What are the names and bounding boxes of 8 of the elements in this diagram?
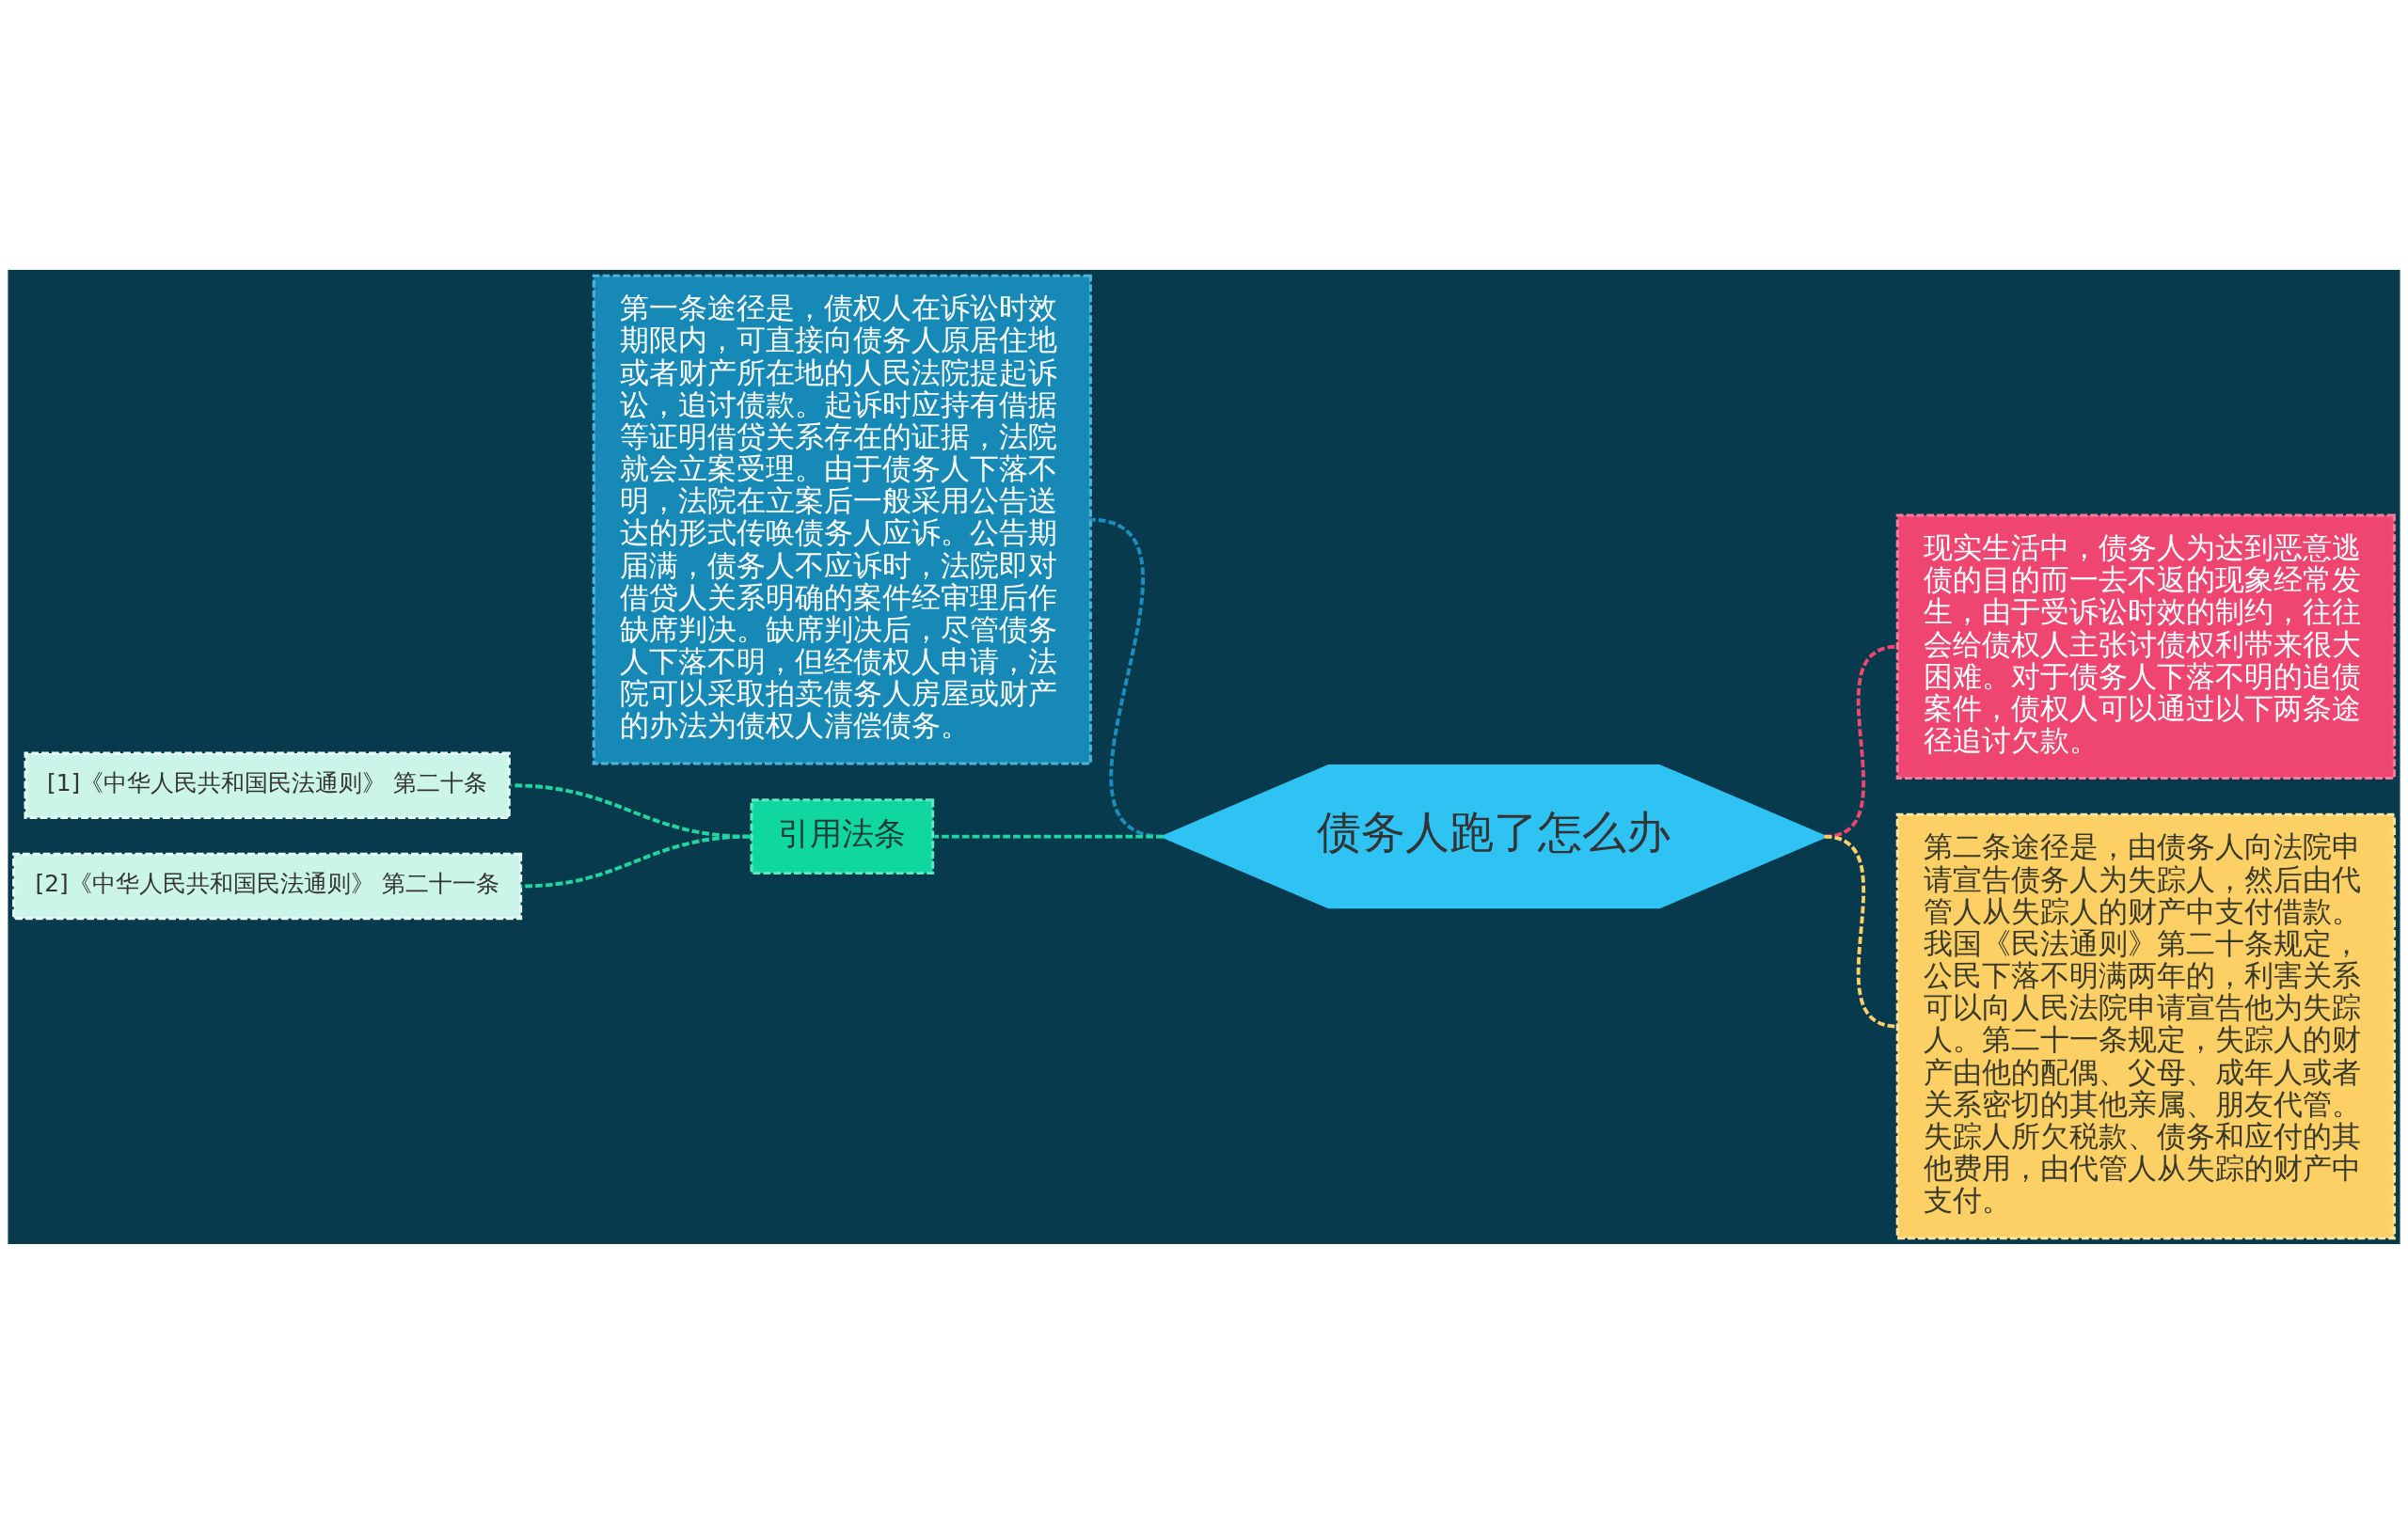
node-box: [2]《中华人民共和国民法通则》 第二十一条	[12, 852, 523, 920]
connector	[934, 834, 1164, 839]
node-box: 第二条途径是，由债务人向法院申请宣告债务人为失踪人，然后由代管人从失踪人的财产中支付借款。我国《民法通则》第二十条规定，公民下落不明满两年的，利害关系可以向人民法院申请宣告他为失踪人。第二十一条规定，失踪人的财产由他的配偶、父母、成年人或者关系密切的其他亲属、朋友代管。失踪人所欠税款、债务和应付的其他费用，由代管人从失踪的财产中支付。	[1895, 812, 2396, 1239]
connector	[520, 834, 751, 888]
node-box: 第一条途径是，债权人在诉讼时效期限内，可直接向债务人原居住地或者财产所在地的人民法院提起诉讼，追讨债款。起诉时应持有借据等证明借贷关系存在的证据，法院就会立案受理。由于债务人下落不明，法院在立案后一般采用公告送达的形式传唤债务人应诉。公告期届满，债务人不应诉时，法院即对借贷人关系明确的案件经审理后作缺席判决。缺席判决后，尽管债务人下落不明，但经债权人申请，法院可以采取拍卖债务人房屋或财产的办法为债权人清偿债务。	[592, 274, 1092, 765]
node-box: 引用法条	[750, 797, 935, 875]
node-box: [1]《中华人民共和国民法通则》 第二十条	[24, 751, 511, 819]
node-box: 现实生活中，债务人为达到恶意逃债的目的而一去不返的现象经常发生，由于受诉讼时效的制约，往往会给债权人主张讨债权利带来很大困难。对于债务人下落不明的追债案件，债权人可以通过以下两条途径追讨欠款。	[1895, 512, 2396, 780]
